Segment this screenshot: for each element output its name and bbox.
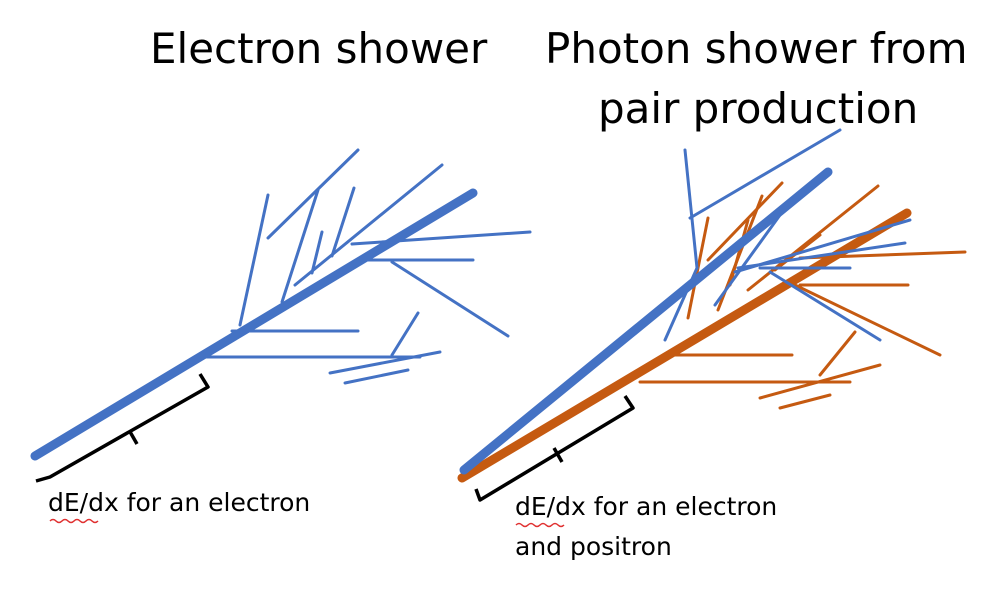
dedx-bracket-right [474,395,635,502]
positron-branches [638,181,967,410]
electron-shower-title: Electron shower [150,24,488,73]
dedx-label-right-line1: dE/dx for an electron [515,492,778,521]
electron-shower [30,148,532,461]
spellcheck-squiggle-left [49,518,99,524]
photon-shower-title-line1: Photon shower from [545,24,968,73]
electron-branches [201,148,532,385]
photon-shower-title-line2: pair production [598,84,919,133]
dedx-label-left: dE/dx for an electron [48,488,311,517]
dedx-label-right-line2: and positron [515,532,672,561]
electron-shower-right [459,128,912,475]
spellcheck-squiggle-right [515,522,565,528]
electron-main-track [30,188,478,461]
electron-main-track-right [459,167,833,475]
dedx-bracket-left [35,373,210,483]
electron-branches-right [663,128,912,342]
